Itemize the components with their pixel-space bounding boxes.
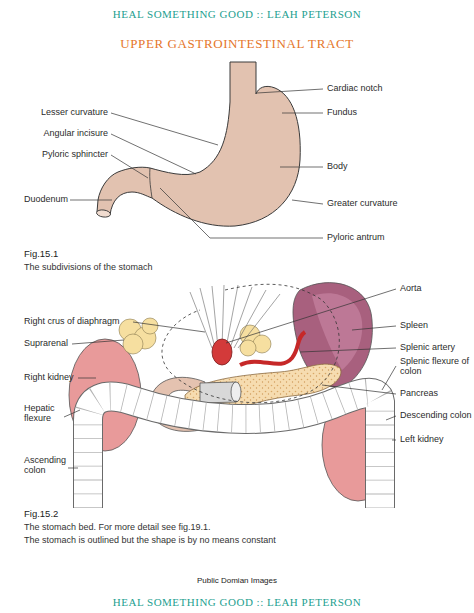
part-label: Spleen <box>400 320 472 330</box>
part-label: Lesser curvature <box>8 107 108 117</box>
leader-line <box>300 348 396 352</box>
colon <box>88 393 380 508</box>
crus-fibre <box>212 286 218 348</box>
diaphragm-crus <box>190 285 280 348</box>
leader-line <box>64 410 80 417</box>
crus-fibre <box>238 294 280 348</box>
leader-line <box>386 416 396 420</box>
leader-line <box>111 155 148 178</box>
leader-line <box>352 326 396 330</box>
part-label: Pyloric sphincter <box>8 149 108 159</box>
figure-number: Fig.15.1 <box>24 249 124 260</box>
part-label: Splenic flexure of colon <box>400 356 474 377</box>
stomach-outline <box>162 284 339 402</box>
part-label: Fundus <box>327 107 467 117</box>
part-label: Pyloric antrum <box>327 232 467 242</box>
leader-line <box>226 289 396 343</box>
suprarenal-gland <box>119 318 271 356</box>
part-label: Pancreas <box>400 388 472 398</box>
part-label: Hepatic flexure <box>24 403 68 424</box>
leader-line <box>280 167 323 168</box>
part-label: Right kidney <box>24 372 84 382</box>
duodenum-end <box>96 209 111 218</box>
leader-line <box>257 89 323 93</box>
colon-haustra <box>88 393 380 508</box>
part-label: Ascending colon <box>24 455 72 476</box>
leader-line <box>282 113 323 114</box>
leader-line <box>70 200 112 201</box>
credit-note: Public Domian Images <box>0 576 474 585</box>
part-label: Angular incisure <box>8 128 108 138</box>
part-label: Splenic artery <box>400 342 472 352</box>
crus-fibre <box>226 285 238 348</box>
splenic-artery <box>240 332 305 365</box>
aorta <box>212 339 232 365</box>
cut-tube-end <box>231 382 241 402</box>
part-label: Cardiac notch <box>327 83 467 93</box>
colon-outline <box>88 393 380 508</box>
gland-lobe <box>123 334 143 354</box>
leader-line <box>68 468 78 469</box>
leader-line <box>111 134 196 174</box>
leader-line <box>382 366 396 390</box>
leader-line <box>292 200 323 204</box>
crus-fibre <box>230 287 252 348</box>
part-label: Greater curvature <box>327 198 467 208</box>
page-title: UPPER GASTROINTESTINAL TRACT <box>0 37 474 52</box>
part-label: Left kidney <box>400 434 472 444</box>
leader-line <box>111 113 218 145</box>
crus-fibre <box>200 288 215 348</box>
sphincter-line <box>150 168 152 198</box>
leader-lines <box>64 289 396 468</box>
leader-line <box>160 188 323 238</box>
leader-line <box>78 378 96 379</box>
stomach-shape <box>97 62 300 226</box>
figure-number: Fig.15.2 <box>24 509 124 520</box>
leader-line <box>322 385 396 394</box>
part-label: Aorta <box>400 283 472 293</box>
leader-line <box>133 322 205 332</box>
figure-caption: The stomach bed. For more detail see fig… <box>24 522 444 532</box>
watermark: HEAL SOMETHING GOOD :: LEAH PETERSON <box>0 8 474 21</box>
crus-fibre <box>222 285 224 348</box>
figure-caption: The subdivisions of the stomach <box>24 262 324 272</box>
leader-line <box>72 340 124 344</box>
figure-caption: The stomach is outlined but the shape is… <box>24 535 444 545</box>
cut-tube <box>200 382 236 403</box>
leader-line <box>392 440 396 441</box>
gland-lobe <box>142 318 158 334</box>
part-label: Body <box>327 161 467 171</box>
part-label: Duodenum <box>24 194 84 204</box>
watermark: HEAL SOMETHING GOOD :: LEAH PETERSON <box>0 596 474 609</box>
crus-fibre <box>190 292 212 348</box>
part-label: Right crus of diaphragm <box>24 316 144 326</box>
part-label: Suprarenal <box>24 338 84 348</box>
part-label: Descending colon <box>400 410 472 420</box>
